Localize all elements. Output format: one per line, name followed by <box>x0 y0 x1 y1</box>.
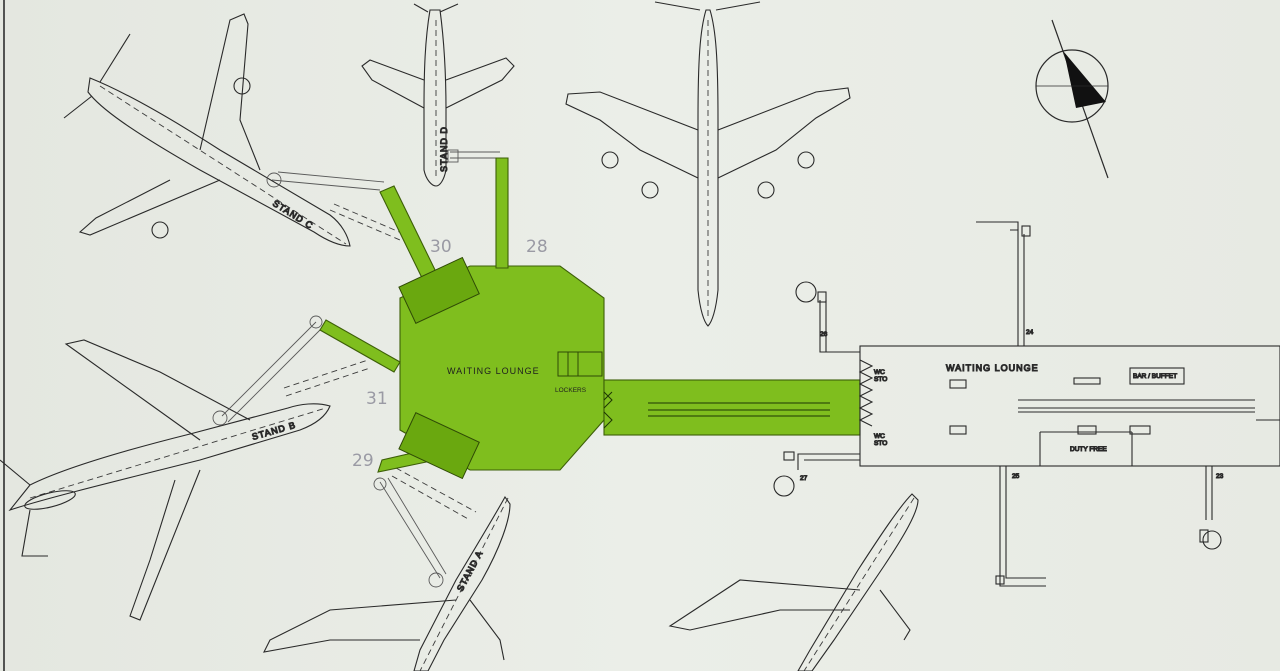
terminal-lounge-label: WAITING LOUNGE <box>946 363 1039 373</box>
aircraft-stand-b: STAND B <box>0 339 331 621</box>
main-terminal: WAITING LOUNGE BAR / BUFFET DUTY FREE WC… <box>858 345 1280 467</box>
stand-a-label: STAND A <box>455 549 485 593</box>
terminal-gates: 26 24 27 25 23 <box>773 221 1224 587</box>
sto-label-1: STO <box>874 376 887 383</box>
aircraft-stand-a: STAND A <box>263 495 511 671</box>
aircraft-top-center <box>565 1 851 327</box>
arm-30 <box>379 185 439 283</box>
aircraft-bottom-right <box>668 493 919 671</box>
stand-c-label: STAND C <box>271 198 315 231</box>
stand-b-label: STAND B <box>251 420 297 442</box>
stand-d-label: STAND D <box>439 126 449 172</box>
gate-28: 28 <box>526 237 548 257</box>
wc-label-1: WC <box>874 369 885 376</box>
arm-28 <box>495 157 509 269</box>
gate-27: 27 <box>800 475 808 482</box>
aircraft-stand-c: STAND C <box>63 13 351 247</box>
satellite-building: WAITING LOUNGE LOCKERS <box>319 157 861 480</box>
pier-connector <box>603 379 861 436</box>
lockers-label: LOCKERS <box>555 387 587 394</box>
sto-label-2: STO <box>874 440 887 447</box>
gate-24: 24 <box>1026 329 1034 336</box>
gate-26: 26 <box>820 331 828 338</box>
bar-buffet-label: BAR / BUFFET <box>1133 373 1177 380</box>
wc-label-2: WC <box>874 433 885 440</box>
gate-30: 30 <box>430 237 452 257</box>
aircraft-stand-d: STAND D <box>361 3 515 187</box>
jetbridges <box>212 149 500 588</box>
satellite-lounge-label: WAITING LOUNGE <box>447 366 540 376</box>
duty-free-label: DUTY FREE <box>1070 446 1107 453</box>
north-arrow-icon <box>1035 19 1109 179</box>
pencil-gate-numbers: 30 28 31 29 <box>352 237 548 471</box>
gate-31: 31 <box>366 389 388 409</box>
arm-31 <box>319 319 401 373</box>
gate-25: 25 <box>1012 473 1020 480</box>
gate-23: 23 <box>1216 473 1224 480</box>
gate-29: 29 <box>352 451 374 471</box>
